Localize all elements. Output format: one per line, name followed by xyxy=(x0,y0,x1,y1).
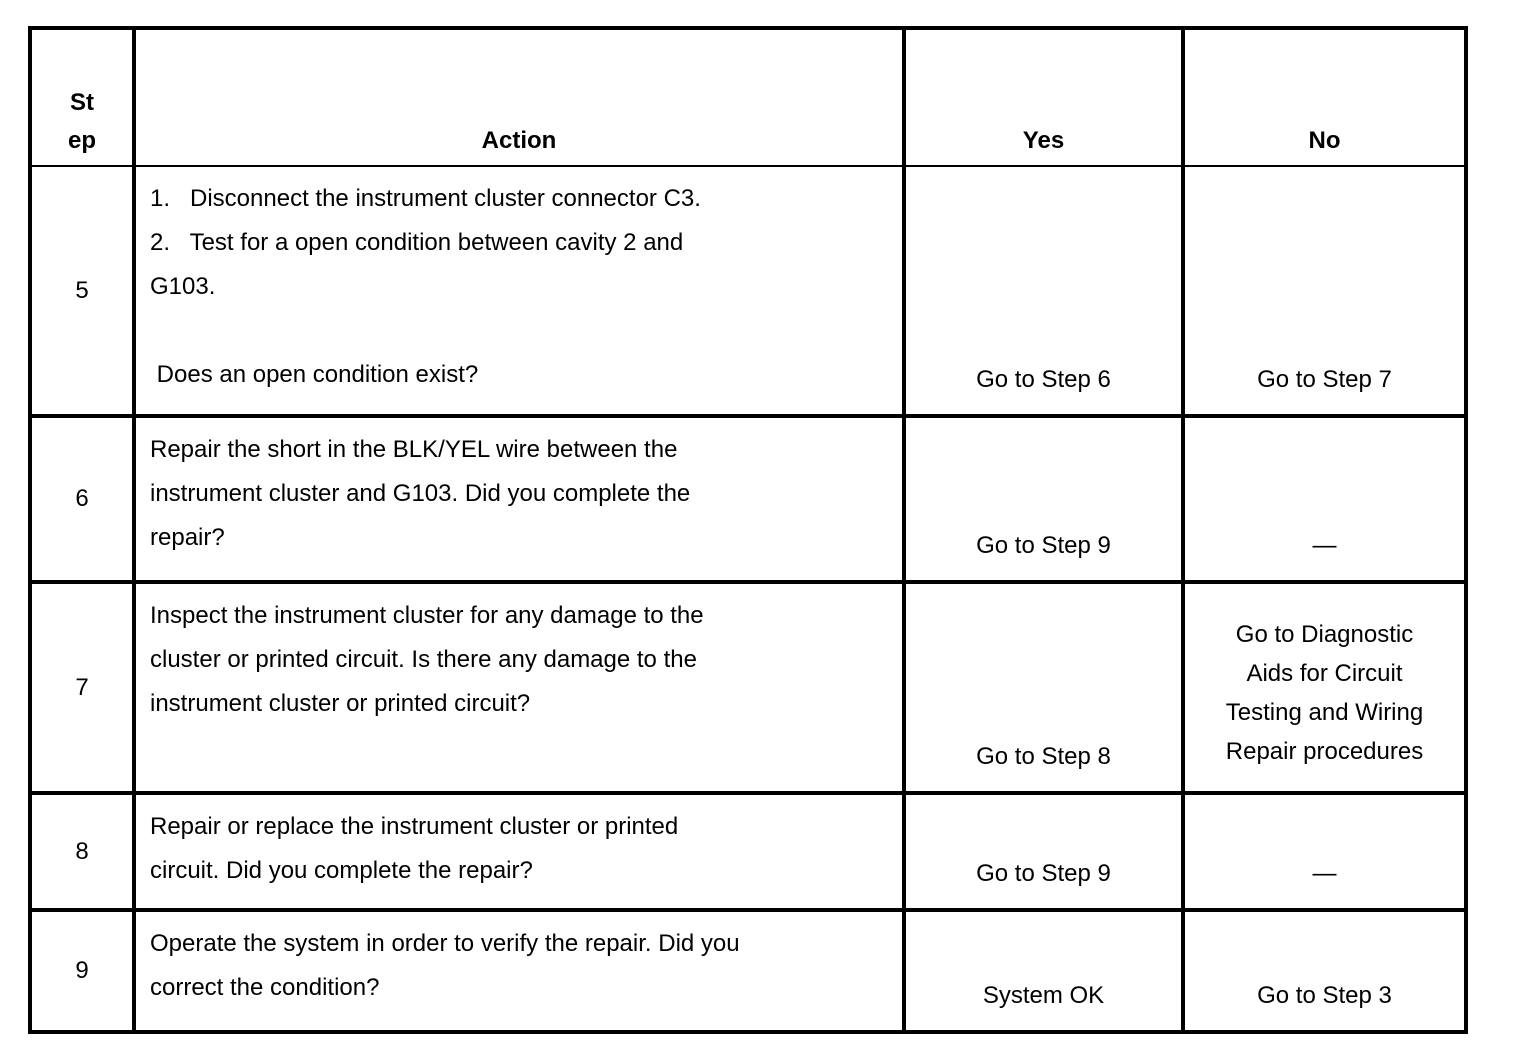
diagnostic-table: St ep Action Yes No 5 1. Disconnect the … xyxy=(28,26,1468,1034)
step-number: 6 xyxy=(28,414,136,584)
action-text: Repair the short in the BLK/YEL wire bet… xyxy=(132,414,906,584)
step-column-header: St ep xyxy=(28,26,136,167)
action-column-header: Action xyxy=(132,26,906,167)
yes-result: Go to Step 9 xyxy=(902,414,1185,584)
table-row-step-8: 8 Repair or replace the instrument clust… xyxy=(28,791,1468,912)
no-result: — xyxy=(1181,414,1468,584)
step-number: 9 xyxy=(28,908,136,1034)
step-number: 7 xyxy=(28,580,136,795)
step-number: 5 xyxy=(28,165,136,418)
no-result: Go to Diagnostic Aids for Circuit Testin… xyxy=(1181,580,1468,795)
yes-result: Go to Step 8 xyxy=(902,580,1185,795)
action-text: Operate the system in order to verify th… xyxy=(132,908,906,1034)
table-row-step-7: 7 Inspect the instrument cluster for any… xyxy=(28,580,1468,795)
yes-result: Go to Step 9 xyxy=(902,791,1185,912)
table-row-step-9: 9 Operate the system in order to verify … xyxy=(28,908,1468,1034)
no-result: Go to Step 3 xyxy=(1181,908,1468,1034)
action-text: Repair or replace the instrument cluster… xyxy=(132,791,906,912)
no-column-header: No xyxy=(1181,26,1468,167)
no-result: Go to Step 7 xyxy=(1181,165,1468,418)
step-number: 8 xyxy=(28,791,136,912)
table-row-step-5: 5 1. Disconnect the instrument cluster c… xyxy=(28,165,1468,418)
table-row-step-6: 6 Repair the short in the BLK/YEL wire b… xyxy=(28,414,1468,584)
yes-result: Go to Step 6 xyxy=(902,165,1185,418)
no-result: — xyxy=(1181,791,1468,912)
header-row: St ep Action Yes No xyxy=(28,26,1468,167)
action-text: Inspect the instrument cluster for any d… xyxy=(132,580,906,795)
action-text: 1. Disconnect the instrument cluster con… xyxy=(132,165,906,418)
yes-column-header: Yes xyxy=(902,26,1185,167)
yes-result: System OK xyxy=(902,908,1185,1034)
